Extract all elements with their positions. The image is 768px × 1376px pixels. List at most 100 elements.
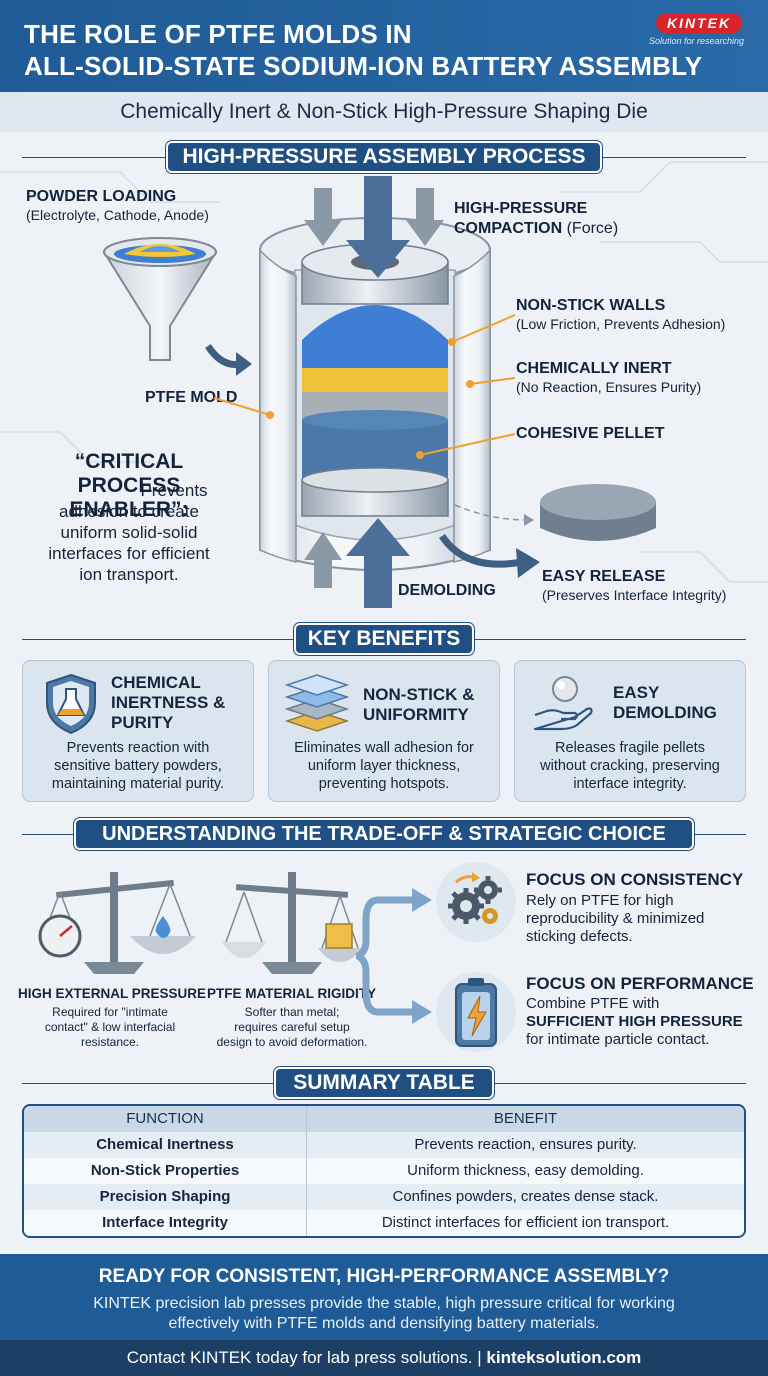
- enabler-line-1: Prevents: [140, 481, 208, 500]
- left-tradeoff-desc: Required for "intimate contact" & low in…: [18, 1005, 202, 1050]
- consistency-desc: Rely on PTFE for high reproducibility & …: [526, 892, 704, 946]
- scale-rigidity-icon: [222, 872, 362, 974]
- mid-desc-l2: requires careful setup: [234, 1020, 350, 1034]
- circuit-background: [0, 161, 768, 583]
- consistency-l3: sticking defects.: [526, 928, 633, 945]
- col-benefit-header: BENEFIT: [306, 1106, 744, 1132]
- demolding-arrows: [304, 518, 410, 608]
- gears-icon: [436, 862, 516, 942]
- benefits-heading: KEY BENEFITS: [294, 623, 474, 655]
- benefit-desc-l2: without cracking, preserving: [540, 758, 720, 774]
- cta-section: READY FOR CONSISTENT, HIGH-PERFORMANCE A…: [0, 1254, 768, 1340]
- enabler-callout: “CRITICAL PROCESS ENABLER”:: [24, 450, 234, 522]
- title-line-1: THE ROLE OF PTFE MOLDS IN: [24, 19, 412, 49]
- performance-title: FOCUS ON PERFORMANCE: [526, 974, 754, 993]
- page-title: THE ROLE OF PTFE MOLDS IN ALL-SOLID-STAT…: [24, 18, 702, 82]
- demolding-label: DEMOLDING: [398, 582, 496, 599]
- cell-benefit: Prevents reaction, ensures purity.: [306, 1132, 744, 1158]
- benefit-title-l1: CHEMICAL: [111, 673, 201, 692]
- summary-heading: SUMMARY TABLE: [274, 1067, 494, 1099]
- mid-tradeoff-title: PTFE MATERIAL RIGIDITY: [207, 986, 377, 1001]
- benefit-desc: Releases fragile pellets without crackin…: [523, 739, 737, 793]
- footer-text: Contact KINTEK today for lab press solut…: [126, 1348, 482, 1367]
- curved-arrow-icon: [205, 344, 252, 376]
- footer-bar: Contact KINTEK today for lab press solut…: [0, 1340, 768, 1376]
- compaction-sub: (Force): [566, 220, 619, 237]
- left-desc-l1: Required for "intimate: [52, 1005, 168, 1019]
- hand-sphere-icon: [533, 676, 593, 731]
- battery-icon: [436, 972, 516, 1052]
- shield-flask-icon: [46, 673, 96, 735]
- nonstick-title: NON-STICK WALLS: [516, 297, 666, 314]
- benefit-desc-l1: Releases fragile pellets: [555, 740, 705, 756]
- compaction-title: HIGH-PRESSURE: [454, 200, 588, 217]
- performance-l3: for intimate particle contact.: [526, 1031, 710, 1048]
- leader-lines: [213, 314, 534, 526]
- release-arrow-icon: [439, 533, 540, 578]
- compaction-title-2: COMPACTION: [454, 220, 563, 237]
- inert-title: CHEMICALLY INERT: [516, 360, 672, 377]
- benefit-title: EASY DEMOLDING: [613, 683, 717, 723]
- consistency-l2: reproducibility & minimized: [526, 910, 705, 927]
- mid-tradeoff-desc: Softer than metal; requires careful setu…: [206, 1005, 378, 1050]
- footer-link[interactable]: kinteksolution.com: [486, 1348, 642, 1367]
- consistency-l1: Rely on PTFE for high: [526, 892, 674, 909]
- benefit-card-nonstick: NON-STICK & UNIFORMITY Eliminates wall a…: [268, 660, 500, 802]
- benefit-desc-l2: uniform layer thickness,: [307, 758, 461, 774]
- cell-benefit: Uniform thickness, easy demolding.: [306, 1158, 744, 1184]
- subtitle: Chemically Inert & Non-Stick High-Pressu…: [0, 92, 768, 132]
- tradeoff-heading: UNDERSTANDING THE TRADE-OFF & STRATEGIC …: [74, 818, 694, 850]
- compaction-line: COMPACTION (Force): [454, 220, 618, 238]
- benefit-desc-l3: preventing hotspots.: [318, 776, 450, 792]
- cell-benefit: Distinct interfaces for efficient ion tr…: [306, 1210, 744, 1236]
- cell-benefit: Confines powders, creates dense stack.: [306, 1184, 744, 1210]
- enabler-line-3: uniform solid-solid: [60, 523, 198, 542]
- cell-function: Precision Shaping: [99, 1188, 231, 1205]
- table-row: Chemical Inertness Prevents reaction, en…: [24, 1132, 744, 1158]
- cta-text: KINTEK precision lab presses provide the…: [40, 1294, 728, 1334]
- table-row: Precision Shaping Confines powders, crea…: [24, 1184, 744, 1210]
- release-sub: (Preserves Interface Integrity): [542, 587, 727, 603]
- compaction-arrows: [304, 176, 444, 278]
- cell-function: Chemical Inertness: [96, 1136, 234, 1153]
- header-bar: THE ROLE OF PTFE MOLDS IN ALL-SOLID-STAT…: [0, 0, 768, 92]
- benefit-title-l3: PURITY: [111, 713, 174, 732]
- col-function-header: FUNCTION: [126, 1110, 204, 1127]
- funnel-icon: [102, 237, 218, 361]
- benefit-card-demolding: EASY DEMOLDING Releases fragile pellets …: [514, 660, 746, 802]
- cell-function: Non-Stick Properties: [90, 1162, 240, 1179]
- benefit-title: NON-STICK & UNIFORMITY: [363, 685, 474, 725]
- left-tradeoff-title: HIGH EXTERNAL PRESSURE: [18, 986, 207, 1001]
- benefit-desc-l2: sensitive battery powders,: [54, 758, 222, 774]
- table-row: Non-Stick Properties Uniform thickness, …: [24, 1158, 744, 1184]
- enabler-line-2: adhesion to create: [59, 502, 199, 521]
- table-row: Interface Integrity Distinct interfaces …: [24, 1210, 744, 1236]
- performance-desc: Combine PTFE with SUFFICIENT HIGH PRESSU…: [526, 995, 743, 1049]
- cta-text-l1: KINTEK precision lab presses provide the…: [93, 1295, 675, 1312]
- enabler-line-4: interfaces for efficient: [48, 544, 210, 563]
- powder-loading-sub: (Electrolyte, Cathode, Anode): [26, 207, 209, 223]
- mid-desc-l1: Softer than metal;: [244, 1005, 340, 1019]
- benefit-card-inertness: CHEMICAL INERTNESS & PURITY Prevents rea…: [22, 660, 254, 802]
- left-desc-l2: contact" & low interfacial: [44, 1020, 176, 1034]
- enabler-line-5: ion transport.: [79, 565, 179, 584]
- bracket-arrows-icon: [356, 888, 432, 1024]
- powder-loading-title: POWDER LOADING: [26, 188, 177, 205]
- pellet-label: COHESIVE PELLET: [516, 425, 665, 442]
- benefit-desc-l1: Prevents reaction with: [66, 740, 210, 756]
- logo-tagline: Solution for researching: [648, 36, 744, 46]
- mold-label: PTFE MOLD: [145, 389, 238, 406]
- cta-text-l2: effectively with PTFE molds and densifyi…: [168, 1315, 600, 1332]
- scale-pressure-icon: [38, 872, 196, 974]
- enabler-title: “CRITICAL PROCESS ENABLER”:: [69, 450, 189, 521]
- nonstick-sub: (Low Friction, Prevents Adhesion): [516, 316, 726, 332]
- benefit-desc: Eliminates wall adhesion for uniform lay…: [277, 739, 491, 793]
- benefit-title-l2: INERTNESS &: [111, 693, 226, 712]
- title-line-2: ALL-SOLID-STATE SODIUM-ION BATTERY ASSEM…: [24, 51, 703, 81]
- table-header: FUNCTION BENEFIT: [24, 1106, 744, 1132]
- summary-table: FUNCTION BENEFIT Chemical Inertness Prev…: [22, 1104, 746, 1238]
- mid-desc-l3: design to avoid deformation.: [216, 1035, 368, 1049]
- consistency-title: FOCUS ON CONSISTENCY: [526, 870, 744, 889]
- release-title: EASY RELEASE: [542, 568, 666, 585]
- performance-l1: Combine PTFE with: [526, 995, 660, 1012]
